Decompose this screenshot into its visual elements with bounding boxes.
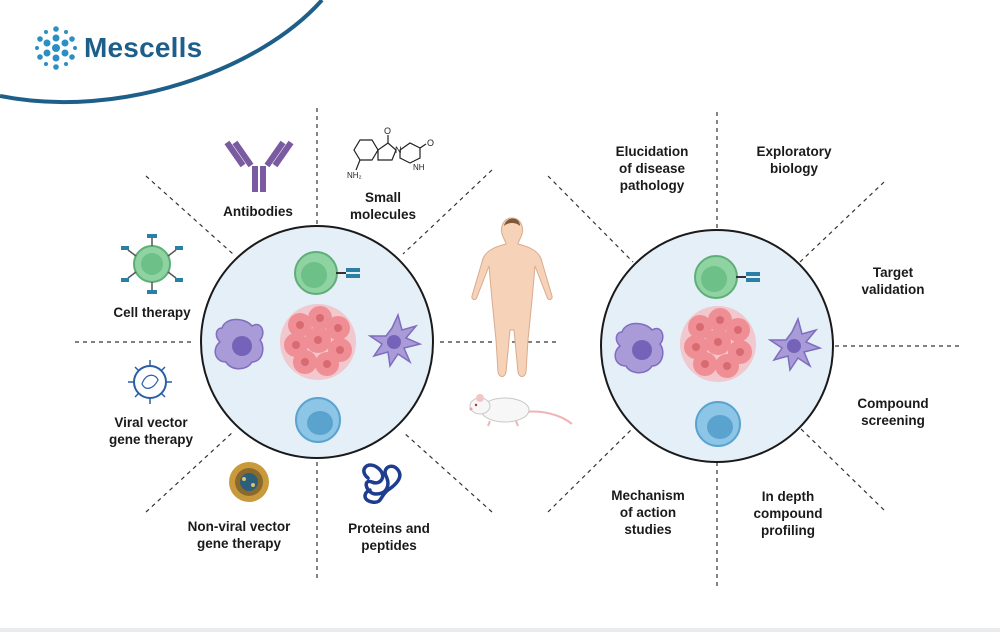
macrophage-left-nucleus: [232, 336, 252, 356]
label-antibodies: Antibodies: [223, 204, 293, 219]
label-exploratory: Exploratory biology: [756, 144, 832, 176]
antibody-icon: [224, 140, 294, 192]
mouse-icon: [469, 394, 573, 427]
non-viral-vector-icon: [229, 462, 269, 502]
tumor-cluster-right: [680, 306, 756, 382]
cell-therapy-icon: [121, 234, 183, 294]
macrophage-right-nucleus: [632, 340, 652, 360]
viral-vector-icon: [128, 360, 172, 404]
molecule-n: N: [395, 145, 402, 155]
tumor-cluster-left: [280, 304, 356, 380]
footer-divider: [0, 628, 1000, 632]
label-cell-therapy: Cell therapy: [113, 305, 191, 320]
t-cell-right: [694, 255, 760, 299]
label-compound-screening: Compound screening: [857, 396, 929, 428]
b-cell-right: [695, 401, 741, 447]
small-molecule-icon: [353, 135, 427, 171]
molecule-nh2: NH₂: [347, 171, 362, 180]
label-non-viral-vector: Non-viral vector gene therapy: [187, 519, 291, 551]
label-proteins-peptides: Proteins and peptides: [348, 521, 430, 553]
cell-cluster-logo-icon: [35, 26, 77, 70]
b-cell-left: [295, 397, 341, 443]
brand-name: Mescells: [84, 32, 203, 63]
label-small-molecules: Small molecules: [349, 190, 417, 222]
label-mechanism: Mechanism of action studies: [611, 488, 685, 537]
t-cell-left: [294, 251, 360, 295]
label-in-depth: In depth compound profiling: [753, 489, 823, 538]
human-figure-icon: [471, 217, 553, 377]
right-divider-lines: [547, 112, 962, 586]
dendritic-cell-left: [367, 312, 423, 369]
label-elucidation: Elucidation of disease pathology: [615, 144, 689, 193]
peptide-icon: [362, 463, 402, 505]
label-target-validation: Target validation: [861, 265, 925, 297]
molecule-oxygen-right: O: [427, 138, 434, 148]
molecule-oxygen-top: O: [384, 126, 391, 136]
dendritic-cell-right: [767, 316, 823, 373]
molecule-nh: NH: [413, 163, 425, 172]
left-divider-lines: [75, 108, 560, 582]
header-swoosh: [0, 0, 324, 104]
label-viral-vector: Viral vector gene therapy: [108, 415, 194, 447]
